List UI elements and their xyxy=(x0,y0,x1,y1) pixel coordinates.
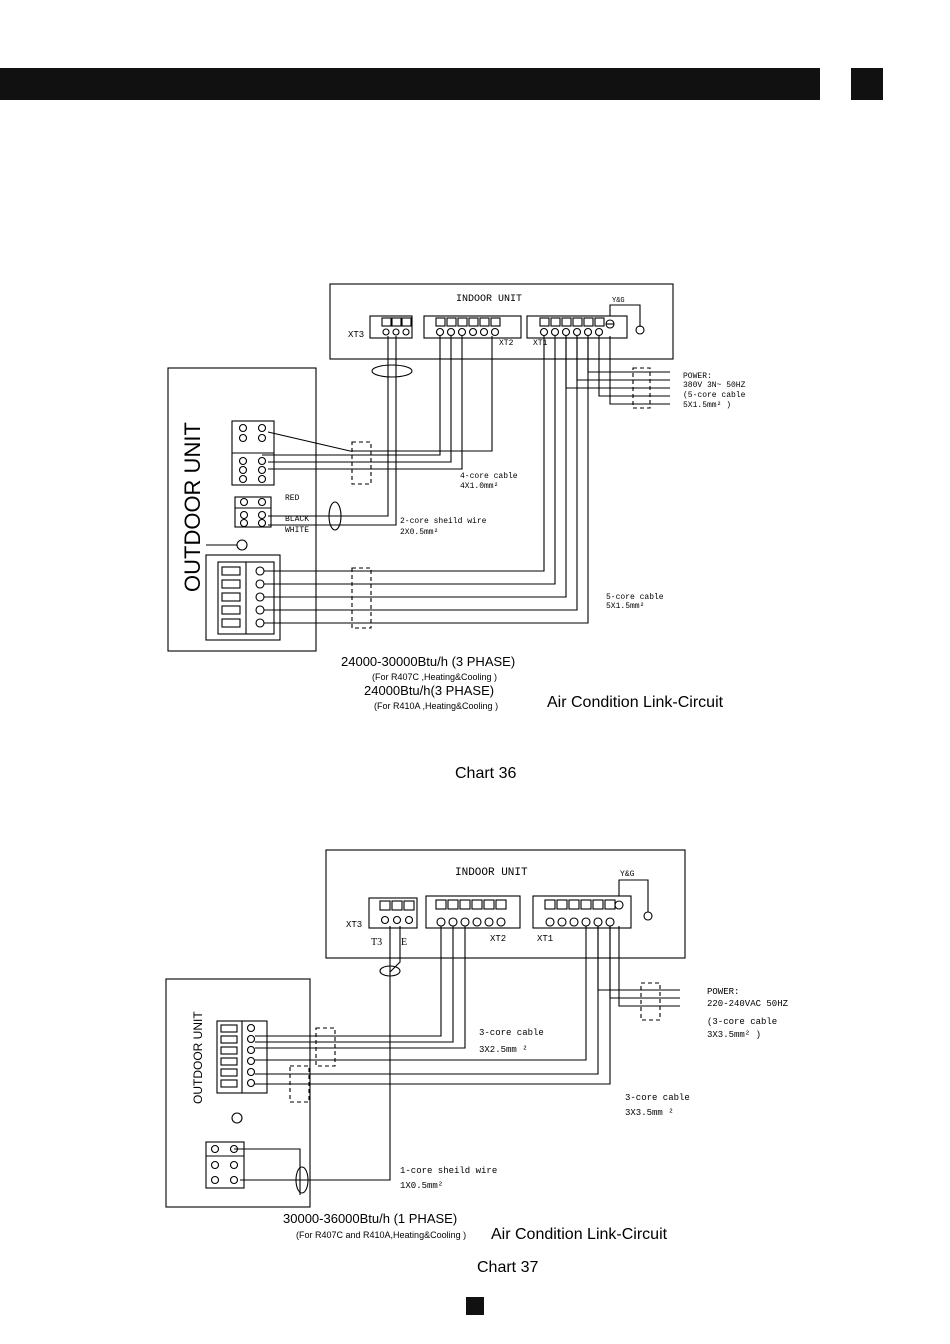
power-label-3-2: (3-core cable xyxy=(707,1017,777,1027)
xt3-terminal xyxy=(369,315,413,339)
chart-36-texts: INDOOR UNIT XT3 XT2 XT1 Y&G POWER: 380V … xyxy=(180,294,746,782)
xt1-label-2: XT1 xyxy=(537,934,553,944)
xt2-screws xyxy=(435,317,501,337)
power-label-2-2: 220-240VAC 50HZ xyxy=(707,999,789,1009)
xt1-screws-2 xyxy=(544,899,624,927)
xt1-screws xyxy=(539,317,615,337)
cable5-label-1: 5-core cable xyxy=(606,593,664,602)
xt2-terminal xyxy=(423,315,522,339)
power-label-2: 380V 3N~ 50HZ xyxy=(683,381,746,390)
xt2-label: XT2 xyxy=(499,339,514,348)
outdoor-xt3-screws xyxy=(221,566,265,628)
wire-black-label: BLACK xyxy=(285,515,309,524)
shield-label-1: 2-core sheild wire xyxy=(400,517,487,526)
refrigerant-label-3: (For R407C and R410A,Heating&Cooling ) xyxy=(296,1230,466,1240)
refrigerant-label-2: (For R410A ,Heating&Cooling ) xyxy=(374,701,498,711)
indoor-unit-title-2: INDOOR UNIT xyxy=(455,867,528,879)
ground-symbol xyxy=(635,325,645,335)
cable3b-label-1: 3-core cable xyxy=(625,1093,690,1103)
yg-label-2: Y&G xyxy=(620,870,635,879)
chart-37-texts: INDOOR UNIT XT3 T3 E XT2 XT1 Y&G POWER: … xyxy=(191,867,789,1276)
power-label-4-2: 3X3.5mm² ) xyxy=(707,1030,761,1040)
xt3-label-2: XT3 xyxy=(346,920,362,930)
header-bar xyxy=(0,68,820,100)
power-label-1-2: POWER: xyxy=(707,987,739,997)
shield-label-1-2: 1-core sheild wire xyxy=(400,1166,497,1176)
cable5-label-2: 5X1.5mm² xyxy=(606,602,644,611)
chart-37-diagram xyxy=(165,849,686,1208)
cable3a-label-2: 3X2.5mm ² xyxy=(479,1045,528,1055)
model-label-2: 24000Btu/h(3 PHASE) xyxy=(364,683,494,698)
power-label-4: 5X1.5mm² ) xyxy=(683,401,731,410)
xt2-label-2: XT2 xyxy=(490,934,506,944)
indoor-unit-box-2 xyxy=(325,849,686,959)
cable4-label-1: 4-core cable xyxy=(460,472,518,481)
caption: Air Condition Link-Circuit xyxy=(547,694,724,711)
outdoor-unit-box xyxy=(167,367,317,652)
model-label: 24000-30000Btu/h (3 PHASE) xyxy=(341,654,515,669)
chart-36-diagram xyxy=(167,283,674,652)
outdoor-unit-title-2: OUTDOOR UNIT xyxy=(191,1011,205,1104)
power-label-1: POWER: xyxy=(683,372,712,381)
wire-red-label: RED xyxy=(285,494,300,503)
chart-37-label: Chart 37 xyxy=(477,1259,538,1276)
outdoor-unit-title: OUTDOOR UNIT xyxy=(180,422,205,592)
power-label-3: (5-core cable xyxy=(683,391,746,400)
wire-white-label: WHITE xyxy=(285,526,309,535)
yg-label: Y&G xyxy=(612,297,625,305)
cable3b-label-2: 3X3.5mm ² xyxy=(625,1108,674,1118)
header-tab xyxy=(851,68,883,100)
caption-2: Air Condition Link-Circuit xyxy=(491,1226,668,1243)
refrigerant-label-1: (For R407C ,Heating&Cooling ) xyxy=(372,672,497,682)
xt2-screws-2 xyxy=(435,899,507,927)
footer-square xyxy=(466,1297,484,1315)
t3-label: T3 xyxy=(371,937,382,948)
outdoor-unit-box-2 xyxy=(165,978,311,1208)
xt3-label: XT3 xyxy=(348,330,364,340)
cable3a-label-1: 3-core cable xyxy=(479,1028,544,1038)
e-label: E xyxy=(401,937,407,948)
xt1-label: XT1 xyxy=(533,339,548,348)
indoor-unit-title: INDOOR UNIT xyxy=(456,294,522,305)
indoor-unit-box xyxy=(329,283,674,360)
shield-label-2-2: 1X0.5mm² xyxy=(400,1181,443,1191)
model-label-3: 30000-36000Btu/h (1 PHASE) xyxy=(283,1211,457,1226)
shield-label-2: 2X0.5mm² xyxy=(400,528,438,537)
outdoor-xt3-screws-2 xyxy=(220,1023,256,1088)
cable4-label-2: 4X1.0mm² xyxy=(460,482,498,491)
chart-36-label: Chart 36 xyxy=(455,765,516,782)
